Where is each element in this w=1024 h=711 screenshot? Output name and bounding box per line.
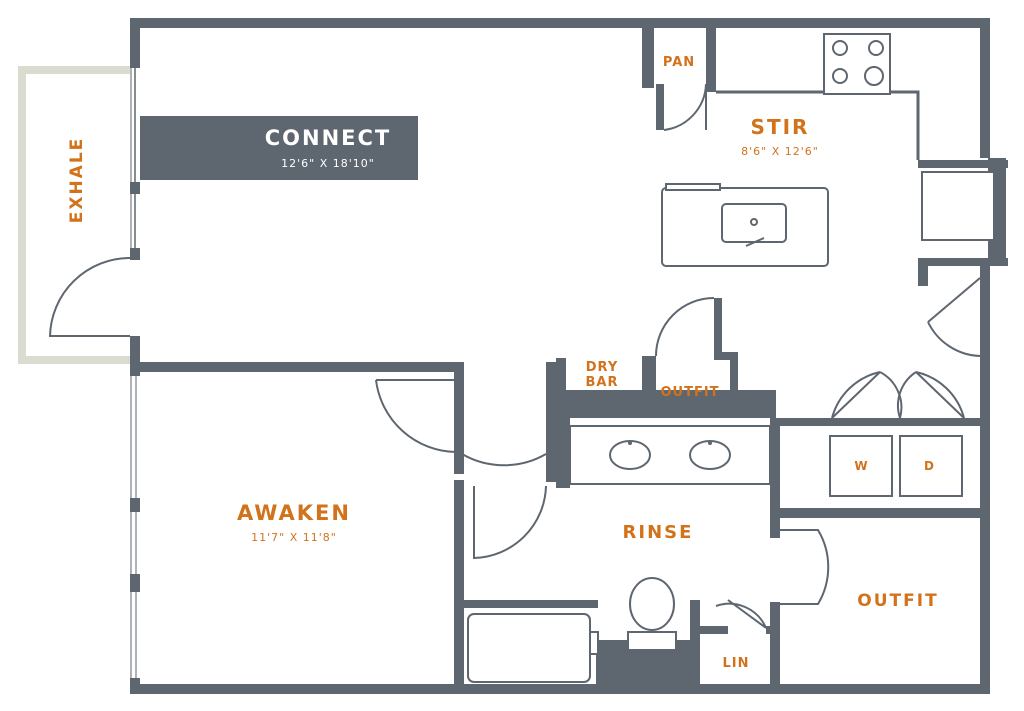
patio-outline: [18, 66, 130, 364]
connect-banner: CONNECT 12'6" X 18'10": [140, 116, 418, 180]
awaken-room-name: AWAKEN: [237, 501, 351, 525]
connect-dims: 12'6" X 18'10": [281, 157, 375, 170]
rinse-room-name: RINSE: [623, 522, 694, 543]
kitchen-bumpout: [918, 158, 1008, 266]
cooktop: [823, 33, 891, 95]
washer-dryer: W D: [829, 435, 963, 497]
pan-room-name: PAN: [663, 55, 695, 70]
washer-label: W: [854, 459, 867, 473]
outfit-bath-room-name: OUTFIT: [660, 385, 719, 400]
kitchen-island: [661, 183, 829, 267]
awaken-dims: 11'7" X 11'8": [251, 531, 337, 544]
connect-room-name: CONNECT: [265, 126, 392, 150]
outfit-large-room-name: OUTFIT: [857, 591, 938, 611]
vanity: [569, 425, 771, 485]
doors: [48, 83, 981, 629]
exhale-room-name: EXHALE: [67, 137, 87, 224]
toilet: [627, 577, 677, 651]
dry-bar-line1: DRY: [586, 360, 619, 375]
interior-walls: [130, 28, 980, 694]
stir-dims: 8'6" X 12'6": [741, 145, 819, 158]
dry-bar-line2: BAR: [586, 375, 619, 390]
lin-room-name: LIN: [722, 656, 749, 671]
outer-walls: [130, 18, 990, 694]
dryer-label: D: [924, 459, 934, 473]
bathtub: [467, 613, 599, 683]
stir-room-name: STIR: [751, 115, 810, 139]
